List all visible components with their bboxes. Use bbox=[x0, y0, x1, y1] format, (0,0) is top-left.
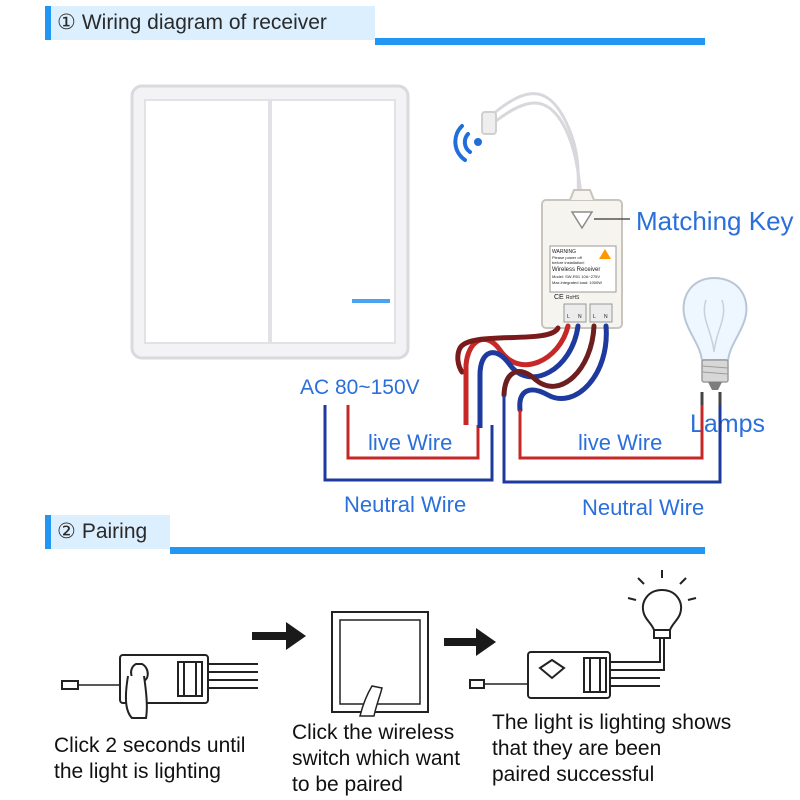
live-wire-left-label: live Wire bbox=[368, 430, 452, 455]
matching-key-label: Matching Key bbox=[636, 206, 794, 236]
wireless-signal-icon bbox=[453, 124, 482, 162]
live-wire-left bbox=[346, 405, 480, 460]
neutral-wire-left-label: Neutral Wire bbox=[344, 492, 466, 517]
section-title: Pairing bbox=[81, 520, 148, 543]
section-rule bbox=[170, 547, 705, 554]
light-bulb-icon bbox=[682, 276, 748, 390]
terminal-label: L bbox=[567, 314, 570, 320]
caption-line: Click 2 seconds until bbox=[54, 734, 246, 757]
caption-line: Click the wireless bbox=[292, 721, 455, 744]
finger-icon bbox=[359, 685, 383, 717]
caption-line: switch which want bbox=[292, 747, 461, 770]
arrow-right-icon bbox=[444, 628, 496, 656]
step-number: ② bbox=[57, 520, 76, 543]
wire-bundle bbox=[455, 323, 609, 413]
step-number: ① bbox=[57, 11, 76, 34]
caption-line: to be paired bbox=[292, 773, 403, 796]
label-line: Please power off bbox=[552, 255, 583, 260]
led-indicator bbox=[352, 299, 390, 303]
neutral-wire-right bbox=[502, 395, 722, 484]
neutral-wire-left bbox=[323, 405, 494, 482]
section-title: Wiring diagram of receiver bbox=[81, 11, 327, 34]
label-warning: WARNING bbox=[552, 249, 576, 255]
step3-caption: The light is lighting shows that they ar… bbox=[492, 710, 731, 788]
label-line: Model: SW-R01 10A~275V bbox=[552, 274, 600, 279]
arrow-right-icon bbox=[252, 622, 306, 650]
rohs-mark: RoHS bbox=[566, 295, 580, 301]
neutral-wire-right-label: Neutral Wire bbox=[582, 495, 704, 520]
live-wire-right-label: live Wire bbox=[578, 430, 662, 455]
caption-line: that they are been bbox=[492, 737, 662, 760]
finger-icon bbox=[124, 675, 148, 719]
step2-caption: Click the wireless switch which want to … bbox=[292, 720, 460, 798]
right-circuit bbox=[502, 392, 722, 484]
lit-bulb-icon bbox=[627, 570, 697, 639]
caption-line: The light is lighting shows bbox=[492, 711, 732, 734]
step2-switch-illustration bbox=[331, 611, 429, 717]
matching-key-icon bbox=[538, 658, 566, 680]
left-circuit bbox=[323, 365, 494, 482]
terminal-label: N bbox=[578, 314, 582, 320]
step1-caption: Click 2 seconds until the light is light… bbox=[54, 733, 245, 785]
receiver-module: WARNING Please power off before installa… bbox=[541, 189, 623, 329]
terminal-label: N bbox=[604, 314, 608, 320]
label-line: Wireless Receiver bbox=[552, 267, 600, 273]
label-line: before installation! bbox=[552, 260, 584, 265]
warning-icon bbox=[599, 249, 611, 259]
terminal-label: L bbox=[593, 314, 596, 320]
step1-receiver-illustration bbox=[61, 654, 258, 719]
matching-key-button[interactable] bbox=[570, 211, 594, 230]
step3-receiver-illustration bbox=[469, 634, 665, 699]
ce-mark: CE bbox=[554, 294, 564, 301]
wall-switch bbox=[130, 84, 410, 360]
ac-voltage-label: AC 80~150V bbox=[300, 376, 420, 399]
caption-line: paired successful bbox=[492, 763, 655, 786]
caption-line: the light is lighting bbox=[54, 760, 221, 783]
live-wire-right bbox=[518, 405, 704, 460]
label-line: Max.integrated load: 1000W bbox=[552, 280, 602, 285]
section-rule bbox=[375, 38, 705, 45]
antenna-wire bbox=[481, 92, 586, 211]
